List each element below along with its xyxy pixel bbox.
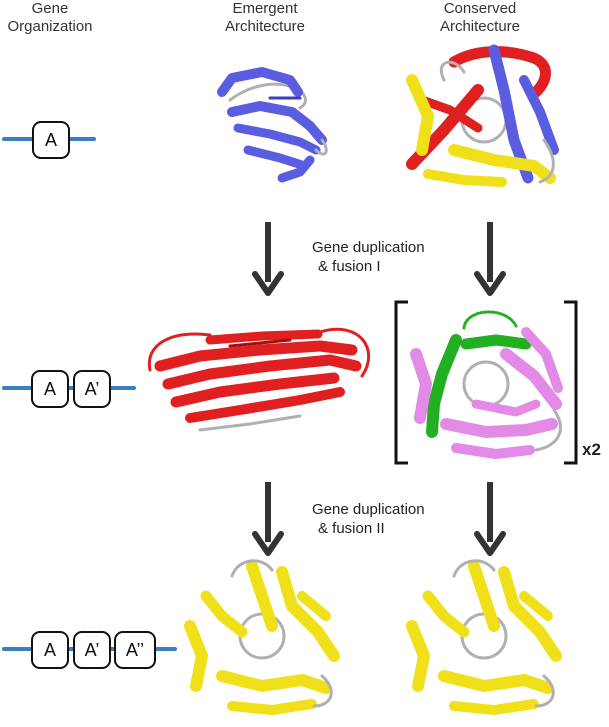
protein-blue-hairpin: [217, 67, 328, 183]
step2-line2: & fusion II: [318, 520, 385, 537]
gene-box-a-prime: A’: [73, 631, 111, 669]
step-label-fusion-2: Gene duplication & fusion II: [312, 500, 425, 538]
bracket: [394, 300, 578, 465]
header-emergent-line2: Architecture: [224, 18, 306, 35]
step1-line2: & fusion I: [318, 258, 381, 275]
gene-box-a-double-prime: A’’: [114, 631, 156, 669]
gene-line: [2, 386, 136, 390]
arrow-emergent-1: [252, 222, 284, 296]
protein-trefoil-tricolor: [406, 44, 559, 187]
gene-box-a: A: [31, 370, 69, 408]
arrow-conserved-1: [474, 222, 506, 296]
protein-trefoil-green-pink: [410, 310, 563, 459]
arrow-conserved-2: [474, 482, 506, 556]
header-emergent-line1: Emergent: [232, 0, 298, 17]
protein-red-sandwich: [147, 327, 371, 432]
gene-box-a: A: [32, 121, 70, 159]
gene-row-1: A: [2, 121, 96, 159]
gene-row-3: A A’ A’’: [2, 631, 177, 669]
header-conserved-line1: Conserved: [443, 0, 517, 17]
gene-box-a-prime: A’: [73, 370, 111, 408]
step1-line1: Gene duplication: [312, 239, 425, 256]
gene-row-2: A A’: [2, 370, 136, 408]
arrow-emergent-2: [252, 482, 284, 556]
protein-trefoil-yellow-conserved: [406, 559, 562, 715]
header-emergent-architecture: Emergent Architecture: [205, 0, 325, 36]
step-label-fusion-1: Gene duplication & fusion I: [312, 238, 425, 276]
header-gene-organization-line2: Organization: [7, 18, 93, 35]
protein-trefoil-yellow-emergent: [184, 559, 340, 715]
header-gene-organization: Gene Organization: [0, 0, 100, 36]
header-conserved-architecture: Conserved Architecture: [415, 0, 545, 36]
header-conserved-line2: Architecture: [439, 18, 521, 35]
multiplier-label: x2: [582, 440, 601, 459]
gene-box-a: A: [31, 631, 69, 669]
step2-line1: Gene duplication: [312, 501, 425, 518]
header-gene-organization-line1: Gene: [31, 0, 69, 17]
